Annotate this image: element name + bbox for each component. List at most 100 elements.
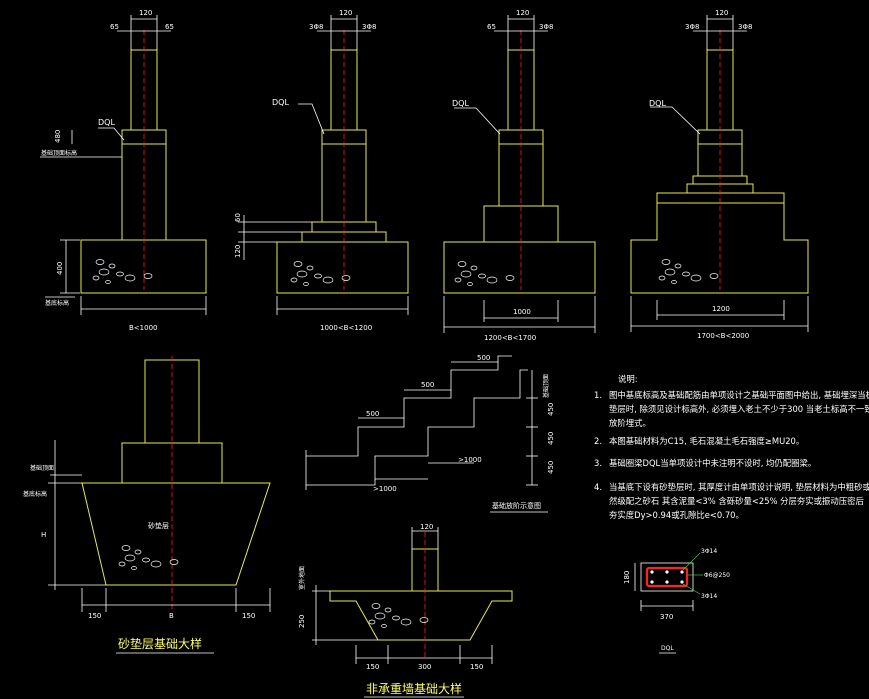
gravel-mark	[384, 607, 392, 613]
gravel-mark	[682, 271, 690, 277]
sand-dim-left: 150	[88, 612, 101, 620]
sand-top-label: 基础顶面	[30, 464, 54, 472]
nb-dim-mid: 300	[418, 663, 431, 671]
step-top-label: 基础顶面	[542, 374, 550, 398]
notes-heading: 说明:	[618, 374, 638, 384]
dql-title: DQL	[661, 645, 674, 652]
gravel-mark	[322, 276, 334, 284]
step-width-2: 500	[421, 381, 434, 389]
gravel-mark	[664, 268, 676, 276]
sand-dim-right: 150	[242, 612, 255, 620]
gravel-mark	[142, 557, 150, 563]
f3-dql-label: DQL	[452, 99, 469, 108]
dql-section: 3Φ14 Φ6@250 3Φ14 180 370 DQL	[623, 548, 730, 654]
f2-top-dim-2: 3Φ8	[309, 23, 323, 31]
steps-title: 基础放阶示意图	[492, 501, 541, 510]
gravel-mark	[169, 559, 179, 565]
nb-title: 非承重墙基础大样	[366, 681, 462, 696]
step-width-3: 500	[366, 410, 379, 418]
gravel-mark	[92, 275, 100, 281]
f4-inner-dim: 1200	[712, 305, 730, 313]
dql-stirrup: Φ6@250	[704, 572, 730, 579]
gravel-mark	[290, 277, 298, 283]
f1-top-dim-3: 65	[165, 23, 174, 31]
gravel-mark	[121, 545, 131, 551]
gravel-mark	[709, 273, 719, 279]
dql-rebar-bottom: 3Φ14	[701, 593, 717, 600]
gravel-mark	[690, 274, 702, 282]
gravel-mark	[460, 270, 472, 278]
f3-top-dim-3: 3Φ8	[539, 23, 553, 31]
f3-width-label: 1200<B<1700	[484, 334, 536, 342]
gravel-mark	[118, 561, 126, 567]
sand-cushion-detail: 基础顶面 基底标高 H 砂垫层 150 B 150 砂垫层基础大样	[23, 356, 271, 654]
gravel-mark	[381, 624, 387, 628]
step-height-3: 450	[547, 461, 555, 474]
gravel-mark	[293, 261, 303, 267]
sand-layer-label: 砂垫层	[148, 521, 169, 530]
step-height-1: 450	[547, 403, 555, 416]
f1-height-dim: 400	[56, 262, 64, 275]
f4-dql-label: DQL	[649, 99, 666, 108]
f1-base-level-label: 基底标高	[45, 299, 69, 307]
gravel-mark	[671, 280, 677, 284]
gravel-mark	[661, 259, 671, 265]
f2-side-dim-2: 120	[234, 245, 242, 258]
note-1-num: 1.	[594, 390, 602, 400]
gravel-mark	[108, 263, 116, 269]
sand-dim-mid: B	[169, 612, 174, 620]
note-4-num: 4.	[594, 482, 602, 492]
f4-top-dim-3: 3Φ8	[738, 23, 752, 31]
gravel-mark	[134, 549, 142, 555]
gravel-mark	[467, 282, 473, 286]
footing-detail-3: 120 65 3Φ8 DQL 1000 1200<B<1700	[443, 9, 596, 342]
gravel-mark	[419, 617, 429, 623]
gravel-marks	[92, 259, 719, 628]
f4-width-label: 1700<B<2000	[697, 332, 749, 340]
f3-top-dim-1: 120	[516, 9, 529, 17]
gravel-mark	[303, 282, 309, 286]
note-1-line-1: 图中基底标高及基础配筋由单项设计之基础平面图中给出, 基础埋深当板下无砂	[609, 390, 869, 400]
gravel-mark	[400, 618, 412, 626]
f1-top-level-label: 基础顶面标高	[41, 149, 77, 157]
note-2-num: 2.	[594, 436, 602, 446]
note-4-line-3: 夯实度Dy>0.94或孔隙比e<0.70。	[609, 510, 744, 520]
step-height-2: 450	[547, 432, 555, 445]
footing-detail-2: 120 3Φ8 3Φ8 DQL 60 120 1000<B<1200	[234, 9, 409, 332]
step-length-1: >1000	[458, 456, 482, 464]
gravel-mark	[105, 280, 111, 284]
footing-detail-1: 120 65 65 DQL 480 400 基础顶面标高 基底标高 B<1000	[40, 9, 207, 332]
gravel-mark	[341, 275, 351, 281]
f1-top-dim-1: 120	[139, 9, 152, 17]
gravel-mark	[478, 273, 486, 279]
dql-height: 180	[623, 571, 631, 584]
gravel-mark	[374, 612, 386, 620]
gravel-mark	[371, 603, 381, 609]
gravel-mark	[674, 263, 682, 269]
f4-top-dim-2: 3Φ8	[685, 23, 699, 31]
sand-title: 砂垫层基础大样	[118, 636, 202, 651]
sand-base-label: 基底标高	[23, 490, 47, 498]
note-3-num: 3.	[594, 458, 602, 468]
nb-top-dim: 120	[420, 523, 433, 531]
dql-rebar-top: 3Φ14	[701, 548, 717, 555]
note-2-line-1: 本图基础材料为C15, 毛石混凝土毛石强度≥MU20。	[609, 436, 804, 446]
gravel-mark	[98, 268, 110, 276]
gravel-mark	[314, 273, 322, 279]
gravel-mark	[470, 265, 478, 271]
gravel-mark	[306, 265, 314, 271]
note-4-line-1: 当基底下设有砂垫层时, 其厚度计由单项设计说明, 垫层材料为中粗砂或天	[609, 482, 869, 492]
gravel-mark	[124, 554, 136, 562]
dql-width: 370	[660, 613, 673, 621]
nb-dim-left: 150	[366, 663, 379, 671]
gravel-mark	[486, 276, 498, 284]
f2-dql-label: DQL	[272, 98, 289, 107]
gravel-mark	[505, 275, 515, 281]
f3-inner-dim: 1000	[513, 308, 531, 316]
notes-block: 说明: 1. 图中基底标高及基础配筋由单项设计之基础平面图中给出, 基础埋深当板…	[594, 374, 869, 520]
gravel-mark	[116, 271, 124, 277]
step-length-2: >1000	[373, 485, 397, 493]
f2-top-dim-3: 3Φ8	[362, 23, 376, 31]
f2-side-dim-1: 60	[234, 213, 242, 222]
f1-width-label: B<1000	[129, 324, 157, 332]
